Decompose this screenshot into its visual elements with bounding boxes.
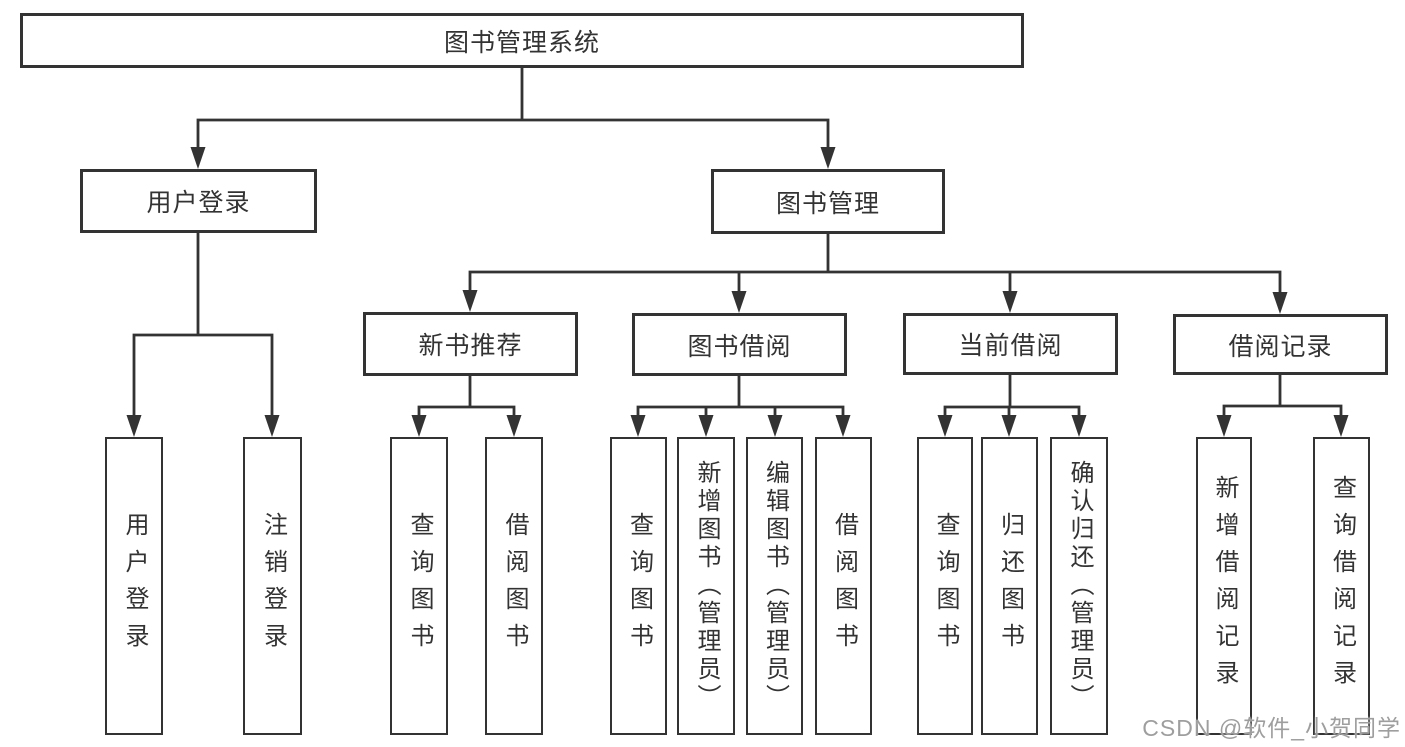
leaf-query-books: 查询图书 [917, 437, 973, 735]
node-user-login: 用户登录 [80, 169, 317, 233]
node-label: 当前借阅 [958, 332, 1063, 360]
leaf-edit-book-admin: 编辑图书（管理员） [746, 437, 803, 735]
node-label: 借阅图书 [501, 512, 528, 660]
leaf-borrow-books: 借阅图书 [485, 437, 543, 735]
node-label: 编辑图书（管理员） [761, 460, 789, 712]
node-borrowing-records: 借阅记录 [1173, 314, 1388, 375]
node-label: 借阅记录 [1228, 332, 1333, 361]
leaf-query-borrow-record: 查询借阅记录 [1313, 437, 1370, 735]
node-label: 借阅图书 [830, 512, 858, 660]
node-label: 新增借阅记录 [1211, 475, 1238, 697]
connector-book-management-children [462, 234, 1288, 314]
connector-root-to-level1 [190, 68, 836, 169]
node-label: 用户登录 [121, 512, 148, 660]
node-label: 新增图书（管理员） [693, 460, 720, 712]
node-label: 注销登录 [259, 512, 287, 660]
node-label: 用户登录 [146, 189, 251, 217]
node-book-borrowing: 图书借阅 [632, 313, 847, 376]
leaf-query-books: 查询图书 [390, 437, 448, 735]
leaf-add-book-admin: 新增图书（管理员） [677, 437, 735, 735]
connector-book-borrowing-children [630, 376, 851, 437]
csdn-watermark: CSDN @软件_小贺同学 [1142, 715, 1401, 741]
node-label: 查询图书 [406, 512, 433, 660]
node-label: 图书借阅 [687, 332, 792, 361]
connector-current-borrowing-children [937, 375, 1087, 437]
node-label: 归还图书 [996, 512, 1024, 660]
node-label: 图书管理系统 [443, 28, 600, 57]
leaf-borrow-books: 借阅图书 [815, 437, 872, 735]
connector-user-login-children [126, 233, 280, 437]
connector-new-book-children [411, 376, 522, 437]
node-label: 查询图书 [932, 512, 959, 660]
node-current-borrowing: 当前借阅 [903, 313, 1118, 375]
leaf-logout: 注销登录 [243, 437, 302, 735]
node-book-management: 图书管理 [711, 169, 945, 234]
node-label: 图书管理 [775, 189, 880, 218]
node-root-system: 图书管理系统 [20, 13, 1024, 68]
node-label: 新书推荐 [418, 332, 523, 360]
leaf-confirm-return-admin: 确认归还（管理员） [1050, 437, 1108, 735]
leaf-add-borrow-record: 新增借阅记录 [1196, 437, 1252, 735]
node-label: 查询借阅记录 [1328, 475, 1356, 697]
leaf-user-login: 用户登录 [105, 437, 163, 735]
leaf-query-books: 查询图书 [610, 437, 667, 735]
leaf-return-books: 归还图书 [981, 437, 1038, 735]
node-label: 确认归还（管理员） [1066, 460, 1093, 712]
node-label: 查询图书 [625, 512, 653, 660]
node-new-book-recommend: 新书推荐 [363, 312, 578, 376]
connector-borrow-records-children [1216, 375, 1349, 437]
